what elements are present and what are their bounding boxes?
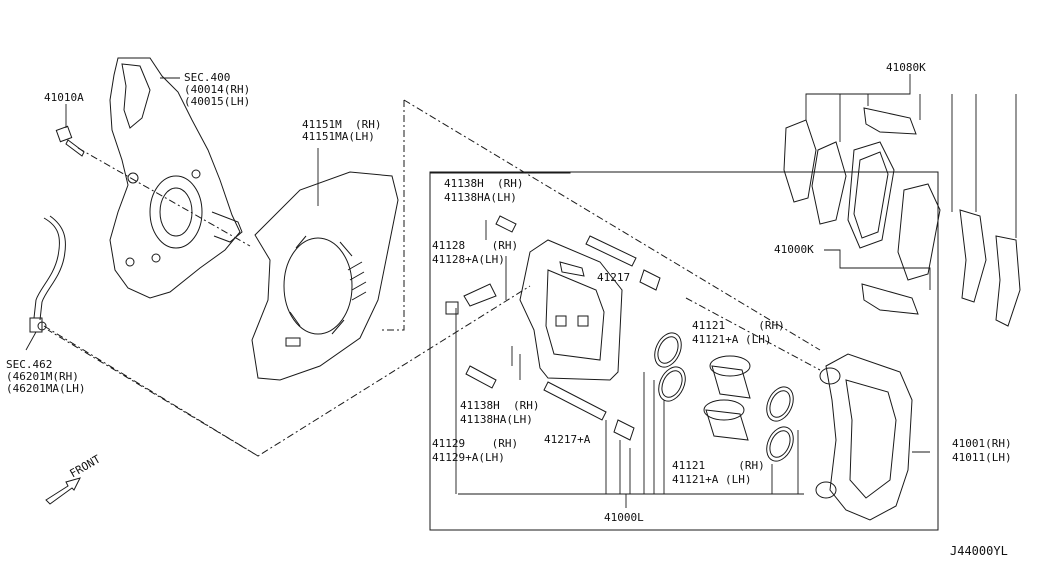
guide-pins <box>445 215 661 441</box>
caliper-kit-box <box>429 171 939 531</box>
assembly-outline-shield <box>380 99 821 351</box>
axis-line-bracket <box>685 297 821 371</box>
label-41121a-top: 41121+A (LH) <box>692 333 772 346</box>
front-arrow-icon <box>45 477 81 505</box>
diagram-code: J44000YL <box>950 544 1008 558</box>
label-40014: (40014(RH) <box>184 83 251 96</box>
label-41128: 41128 (RH) <box>432 239 519 252</box>
label-46201m: (46201M(RH) <box>6 370 79 383</box>
label-41129a: 41129+A(LH) <box>432 451 505 464</box>
label-41217: 41217 <box>597 271 631 284</box>
bolt-41010a <box>55 125 85 157</box>
label-41000k: 41000K <box>774 243 814 256</box>
torque-member <box>815 353 913 521</box>
label-41011: 41011(LH) <box>952 451 1012 464</box>
label-41138h-top: 41138H (RH) <box>444 177 524 190</box>
caliper-box-frame <box>429 171 571 174</box>
label-41138ha-bot: 41138HA(LH) <box>460 413 533 426</box>
label-41080k: 41080K <box>886 61 926 74</box>
label-41121a-bot: 41121+A (LH) <box>672 473 752 486</box>
label-sec462: SEC.462 <box>6 358 53 371</box>
brake-pads <box>783 107 1021 327</box>
label-41010a: 41010A <box>44 91 84 104</box>
axis-line-knuckle <box>77 147 251 247</box>
label-41128a: 41128+A(LH) <box>432 253 505 266</box>
seals-pistons <box>654 332 794 462</box>
steering-knuckle <box>109 57 243 299</box>
label-41217a: 41217+A <box>544 433 591 446</box>
dust-shield <box>251 171 399 381</box>
brake-hose <box>29 215 66 333</box>
label-40015: (40015(LH) <box>184 95 251 108</box>
label-sec400: SEC.400 <box>184 71 231 84</box>
label-41121-top: 41121 (RH) <box>692 319 785 332</box>
label-46201ma: (46201MA(LH) <box>6 382 86 395</box>
leader-lines <box>25 74 1017 508</box>
label-41138ha-top: 41138HA(LH) <box>444 191 517 204</box>
label-41151ma: 41151MA(LH) <box>302 130 375 143</box>
caliper-body <box>519 239 623 381</box>
label-41138h-bot: 41138H (RH) <box>460 399 540 412</box>
label-41151m: 41151M (RH) <box>302 118 382 131</box>
label-41129: 41129 (RH) <box>432 437 519 450</box>
label-41121-bot: 41121 (RH) <box>672 459 765 472</box>
label-41000l: 41000L <box>604 511 644 524</box>
label-41001: 41001(RH) <box>952 437 1012 450</box>
assembly-outline-left <box>43 285 531 457</box>
